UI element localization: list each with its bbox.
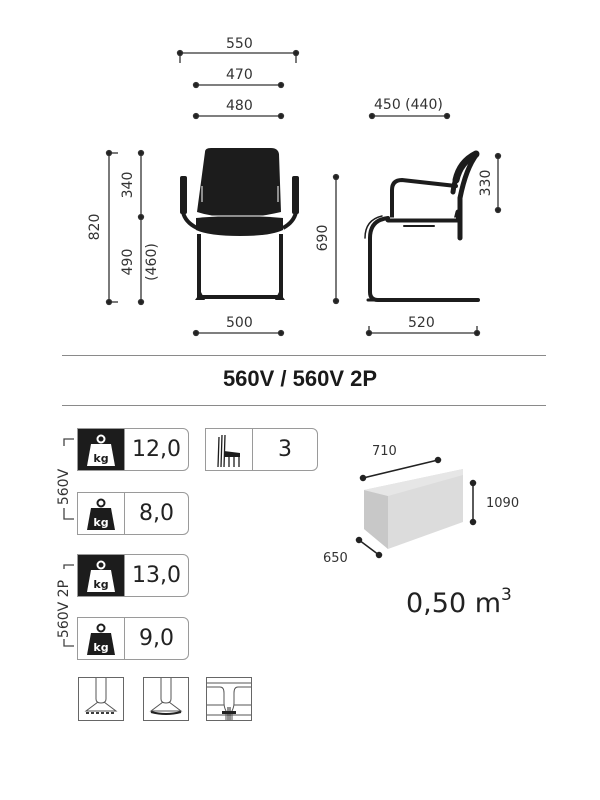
linking-connector-icon <box>206 677 252 721</box>
kg-weight-net-icon: kg <box>78 618 125 659</box>
svg-text:kg: kg <box>93 578 108 591</box>
stacking-value: 3 <box>278 437 292 462</box>
side-dimension-lines <box>332 112 502 337</box>
front-dimension-lines <box>105 49 300 337</box>
kg-weight-gross-icon: kg <box>78 429 125 470</box>
group-bracket-560v <box>63 438 74 520</box>
bottom-divider <box>62 405 546 406</box>
group-label-560v-2p: 560V 2P <box>56 579 72 639</box>
felt-glide-icon <box>78 677 124 721</box>
dim-base-width: 500 <box>226 315 253 331</box>
top-divider <box>62 355 546 356</box>
svg-text:kg: kg <box>93 641 108 654</box>
weight-value: 9,0 <box>139 626 174 651</box>
volume-exponent: 3 <box>501 585 512 605</box>
dim-overall-depth: 520 <box>408 315 435 331</box>
dim-seat-width: 470 <box>226 67 253 83</box>
svg-text:kg: kg <box>93 452 108 465</box>
volume-value: 0,50 m <box>406 588 502 619</box>
chair-side-drawing <box>364 150 480 302</box>
packaging-box-drawing <box>355 456 477 559</box>
weight-gross-560v: kg 12,0 <box>77 428 189 471</box>
weight-gross-560v-2p: kg 13,0 <box>77 554 189 597</box>
weight-value: 8,0 <box>139 501 174 526</box>
package-width: 710 <box>372 444 397 459</box>
weight-value: 13,0 <box>132 563 181 588</box>
weight-net-560v-2p: kg 9,0 <box>77 617 189 660</box>
group-label-560v: 560V <box>56 468 72 506</box>
kg-weight-net-icon: kg <box>78 493 125 534</box>
weight-value: 12,0 <box>132 437 181 462</box>
product-title: 560V / 560V 2P <box>222 366 378 391</box>
svg-text:kg: kg <box>93 516 108 529</box>
stacking-box: 3 <box>205 428 318 471</box>
package-depth: 650 <box>323 551 348 566</box>
package-volume: 0,50 m3 <box>406 585 512 619</box>
dim-back-width: 480 <box>226 98 253 114</box>
weight-net-560v: kg 8,0 <box>77 492 189 535</box>
package-height: 1090 <box>486 496 520 511</box>
kg-weight-gross-icon: kg <box>78 555 125 596</box>
stacked-chairs-icon <box>206 429 253 470</box>
plastic-glide-icon <box>143 677 189 721</box>
dim-seat-depth: 450 (440) <box>374 97 443 113</box>
dim-armrest-height: 690 <box>315 224 331 252</box>
chair-front-drawing <box>180 148 299 300</box>
group-bracket-560v-2p <box>63 564 74 647</box>
dim-overall-width: 550 <box>226 36 253 52</box>
